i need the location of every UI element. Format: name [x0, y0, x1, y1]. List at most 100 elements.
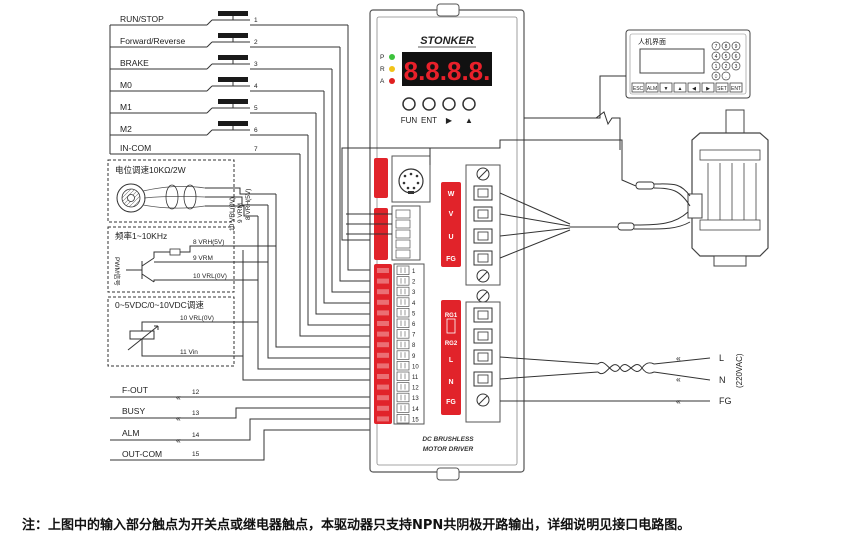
terminal-slot[interactable] [396, 371, 410, 381]
hmi-keypad-key[interactable] [721, 71, 731, 81]
hmi-keypad-key[interactable] [721, 61, 731, 71]
voltage-wire-label: 10 VRL(0V) [180, 315, 214, 322]
hmi-key[interactable] [701, 82, 715, 93]
terminal-number: 13 [412, 396, 419, 402]
terminal-tag [377, 268, 389, 273]
input-switch-label: M2 [120, 124, 132, 134]
hmi-key[interactable] [645, 82, 659, 93]
mini-din-port[interactable] [398, 168, 424, 194]
frequency-wire-label: 10 VRL(0V) [193, 273, 227, 280]
voltage-wire-label: 11 Vin [180, 349, 198, 356]
motor-terminal-label: W [448, 191, 455, 198]
terminal-number: 15 [412, 417, 419, 423]
terminal-slot[interactable] [396, 329, 410, 339]
terminal-number: 6 [412, 322, 416, 328]
alarm-led [389, 78, 395, 84]
terminal-slot[interactable] [396, 286, 410, 297]
shift-key[interactable] [442, 97, 456, 111]
output-terminal-number: 15 [192, 451, 200, 458]
hmi-keypad-key[interactable] [721, 51, 731, 61]
terminal-slot[interactable] [396, 308, 410, 318]
hmi-key[interactable] [715, 82, 729, 93]
hmi-key[interactable] [729, 82, 743, 93]
hmi-key[interactable] [687, 82, 701, 93]
hmi-key[interactable] [631, 82, 645, 93]
terminal-tag [377, 321, 389, 326]
terminal-slot[interactable] [396, 297, 410, 307]
terminal-number: 2 [412, 280, 416, 286]
key-label: FUN [401, 116, 418, 125]
hmi-keypad-key[interactable] [711, 61, 721, 71]
motor-cables [499, 160, 691, 259]
mains-input: « « « L N FG (220VAC) [499, 353, 744, 406]
hmi-keypad-key[interactable] [731, 41, 741, 51]
hmi-key-label: ESC [633, 86, 644, 92]
terminal-tag [377, 342, 389, 348]
terminal-number: 5 [412, 311, 416, 317]
terminal-tag [377, 299, 389, 305]
potentiometer-box: 电位调速10KΩ/2W 8 VRH(5V) 9 VRM 10 VRL(0V) [107, 159, 276, 231]
terminal-slot[interactable] [396, 382, 410, 392]
switch-terminal-number: 6 [254, 127, 258, 134]
brand-logo: STONKER [420, 35, 474, 47]
terminal-slot[interactable] [396, 361, 410, 371]
potentiometer-title: 电位调速10KΩ/2W [115, 165, 186, 175]
fun-key[interactable] [402, 97, 416, 111]
terminal-number: 12 [412, 386, 419, 392]
terminal-tag [377, 289, 389, 295]
switch-terminal-number: 2 [254, 39, 258, 46]
hmi-keypad-label: 0 [715, 74, 718, 80]
terminal-number: 14 [412, 407, 419, 413]
potentiometer-lead-label: 10 VRL(0V) [229, 197, 236, 231]
hmi-key[interactable] [673, 82, 687, 93]
terminal-slot[interactable] [396, 392, 410, 403]
output-row: F-OUT « 12 [110, 385, 398, 402]
terminal-slot[interactable] [396, 414, 410, 424]
hmi-keypad-key[interactable] [711, 71, 721, 81]
power-led [389, 54, 395, 60]
power-terminal-label: N [448, 379, 453, 386]
common-input-label: IN-COM [120, 143, 151, 153]
hmi-keypad-key[interactable] [731, 51, 741, 61]
terminal-tag [377, 278, 389, 284]
hmi-keypad-label: 8 [725, 44, 728, 50]
terminal-slot[interactable] [396, 276, 410, 286]
frequency-box: 频率1~10KHz PWM信号 8 VRH(5V) 9 VRM 10 VRL(0… [107, 226, 276, 293]
terminal-tag [377, 310, 389, 316]
hmi-keypad-label: 6 [735, 54, 738, 60]
hmi-keypad-key[interactable] [711, 41, 721, 51]
common-input-row: IN-COM 7 [110, 143, 300, 155]
product-name-line2: MOTOR DRIVER [423, 446, 474, 453]
control-terminal-plate [374, 264, 392, 424]
common-input-number: 7 [254, 146, 258, 153]
output-label: ALM [122, 428, 139, 438]
key-label: ▶ [446, 116, 453, 125]
output-row: ALM « 14 [110, 418, 398, 445]
input-switch-row: BRAKE 3 [110, 55, 332, 70]
terminal-slot[interactable] [396, 350, 410, 360]
led-label: P [380, 54, 384, 61]
input-switch-row: RUN/STOP 1 [110, 11, 348, 26]
display-digits: 8.8.8.8. [404, 56, 491, 86]
hmi-key[interactable] [659, 82, 673, 93]
terminal-slot[interactable] [396, 265, 410, 275]
hmi-key-label: ▼ [664, 86, 669, 92]
terminal-number: 4 [412, 301, 416, 307]
voltage-input-title: 0~5VDC/0~10VDC调速 [115, 300, 204, 310]
hmi-keypad-key[interactable] [721, 41, 731, 51]
up-key[interactable] [462, 97, 476, 111]
ent-key[interactable] [422, 97, 436, 111]
terminal-slot[interactable] [396, 403, 410, 413]
power-terminal-label: L [449, 357, 454, 364]
key-label: ENT [421, 116, 437, 125]
hmi-keypad-key[interactable] [711, 51, 721, 61]
input-switch-row: M0 4 [110, 77, 324, 92]
power-terminal-label: RG1 [445, 313, 458, 319]
comm-port-plate [374, 158, 388, 198]
run-led [389, 66, 395, 72]
terminal-slot[interactable] [396, 318, 410, 328]
driver-unit: STONKER P R A 8.8.8.8. FUN ENT ▶ ▲ [369, 3, 525, 481]
hmi-keypad-key[interactable] [731, 61, 741, 71]
terminal-slot[interactable] [396, 339, 410, 350]
led-label: R [380, 66, 385, 73]
